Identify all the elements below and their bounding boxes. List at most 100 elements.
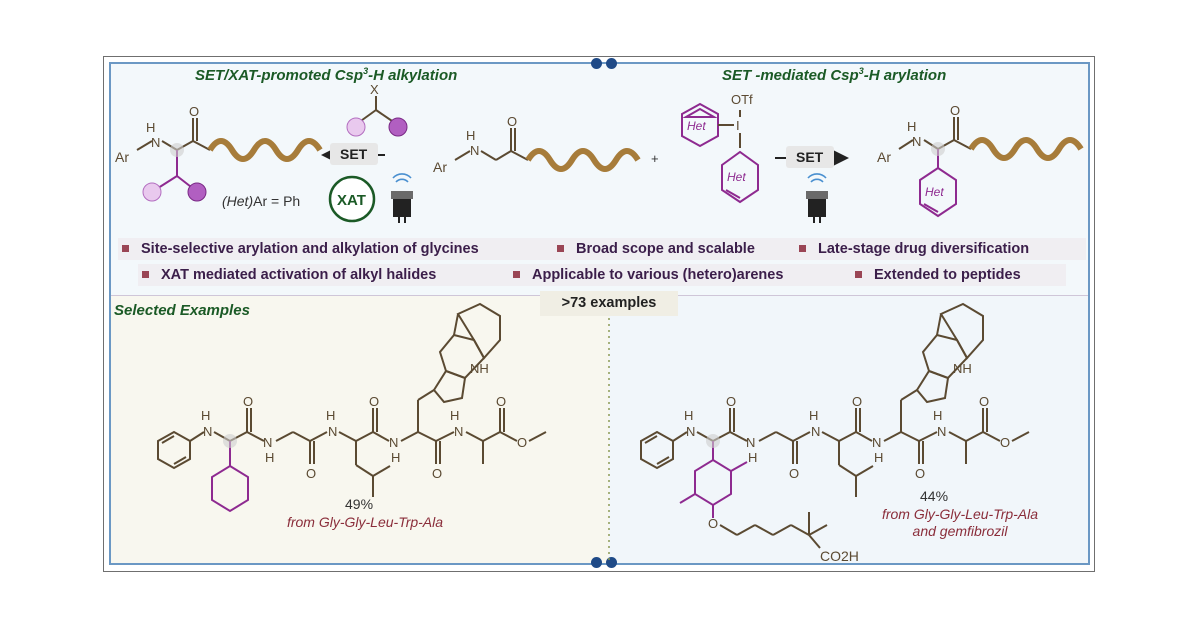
left-set-label: SET [340,146,368,162]
example-left-structure [157,302,547,513]
center-h-label: H [466,128,475,143]
otf-label: OTf [731,92,753,107]
left-ar-label: Ar [115,149,129,165]
feature-bullets: Site-selective arylation and alkylation … [118,236,1086,292]
bullet-late-stage: Late-stage drug diversification [799,241,1029,257]
ex-right-o6: O [1000,435,1010,450]
ex-right-h3: H [809,408,818,423]
right-o-label: O [950,103,960,118]
ex-right-n3: N [811,424,820,439]
xat-label: XAT [337,192,366,209]
right-het-label: Het [925,185,944,199]
right-h-label: H [907,119,916,134]
ex-right-n4: N [872,435,881,450]
ex-left-n2: N [263,435,272,450]
het-lower-label: Het [727,170,746,184]
bullet-row-1 [118,238,1086,260]
right-peptide-chain [968,137,1084,161]
ex-right-nh-label: NH [953,361,972,376]
ex-left-h2: H [265,450,274,465]
plus-sign: + [651,151,659,166]
top-dot-2 [606,58,617,69]
left-alkyl-sphere-light [142,182,162,202]
selected-examples-title: Selected Examples [114,302,250,319]
ex-right-ether-o: O [708,516,718,531]
bullet-broad-scope: Broad scope and scalable [557,241,755,257]
het-upper-label: Het [687,119,706,133]
example-right-alpha [706,434,720,448]
left-o-label: O [189,104,199,119]
ex-right-h2: H [748,450,757,465]
bullet-peptides: Extended to peptides [855,267,1021,283]
ex-right-h4: H [874,450,883,465]
ex-right-o5: O [979,394,989,409]
reagent-sphere-dark [388,117,408,137]
ex-right-o3: O [852,394,862,409]
right-title: SET -mediated Csp3-H arylation [722,66,947,84]
right-set-label: SET [796,149,824,165]
example-left-source: from Gly-Gly-Leu-Trp-Ala [286,514,444,530]
alkyl-halide-reagent [357,96,396,124]
center-n-label: N [470,143,479,158]
center-peptide-chain [525,148,641,172]
diaryliodonium-reagent [681,102,759,204]
ex-left-o4: O [432,466,442,481]
lower-right-panel [609,296,1088,563]
ex-right-h1: H [684,408,693,423]
het-ar-label: (Het)Ar = Ph [222,193,300,209]
left-n-label: N [151,135,160,150]
reagent-sphere-light [346,117,366,137]
center-o-label: O [507,114,517,129]
x-label: X [370,82,379,97]
bullet-site-selective: Site-selective arylation and alkylation … [122,241,479,257]
ex-right-n1: N [686,424,695,439]
ex-left-n1: N [203,424,212,439]
light-source-left-icon [391,173,413,223]
ex-right-o1: O [726,394,736,409]
light-source-right-icon [806,173,828,223]
top-dot-1 [591,58,602,69]
right-set-box [786,146,834,168]
bullet-row-2 [138,264,1066,286]
left-h-label: H [146,120,155,135]
ex-right-o2: O [789,466,799,481]
bottom-dot-2 [606,557,617,568]
ex-left-n4: N [389,435,398,450]
bullet-hetero-arenes: Applicable to various (hetero)arenes [513,267,783,283]
examples-count-badge: >73 examples [540,291,678,316]
ex-left-h5: H [450,408,459,423]
xat-circle [328,175,376,223]
ex-left-h4: H [391,450,400,465]
ex-right-o4: O [915,466,925,481]
ex-left-h1: H [201,408,210,423]
bullet-xat-activation: XAT mediated activation of alkyl halides [142,267,436,283]
left-title: SET/XAT-promoted Csp3-H alkylation [195,66,458,84]
alpha-carbon-highlight [170,143,184,157]
ex-left-nh-label: NH [470,361,489,376]
center-ar-label: Ar [433,159,447,175]
left-peptide-chain [207,138,323,162]
example-right-structure [640,302,1030,549]
example-right-yield: 44% [920,488,949,504]
right-ar-label: Ar [877,149,891,165]
left-set-box [330,143,378,165]
right-alpha-highlight [931,142,945,156]
ex-right-n2: N [746,435,755,450]
ex-left-h3: H [326,408,335,423]
glycine-substrate [454,128,529,161]
ex-right-h5: H [933,408,942,423]
ex-left-o2: O [306,466,316,481]
ex-right-n5: N [937,424,946,439]
ex-left-o1: O [243,394,253,409]
ex-left-n5: N [454,424,463,439]
right-n-label: N [912,134,921,149]
iodine-label: I [736,118,740,133]
ex-left-n3: N [328,424,337,439]
example-left-yield: 49% [345,496,374,512]
bottom-dot-1 [591,557,602,568]
example-right-source-1: from Gly-Gly-Leu-Trp-Ala [881,506,1039,522]
example-left-alpha [223,434,237,448]
lower-left-panel [111,296,609,563]
ex-left-o6: O [517,435,527,450]
